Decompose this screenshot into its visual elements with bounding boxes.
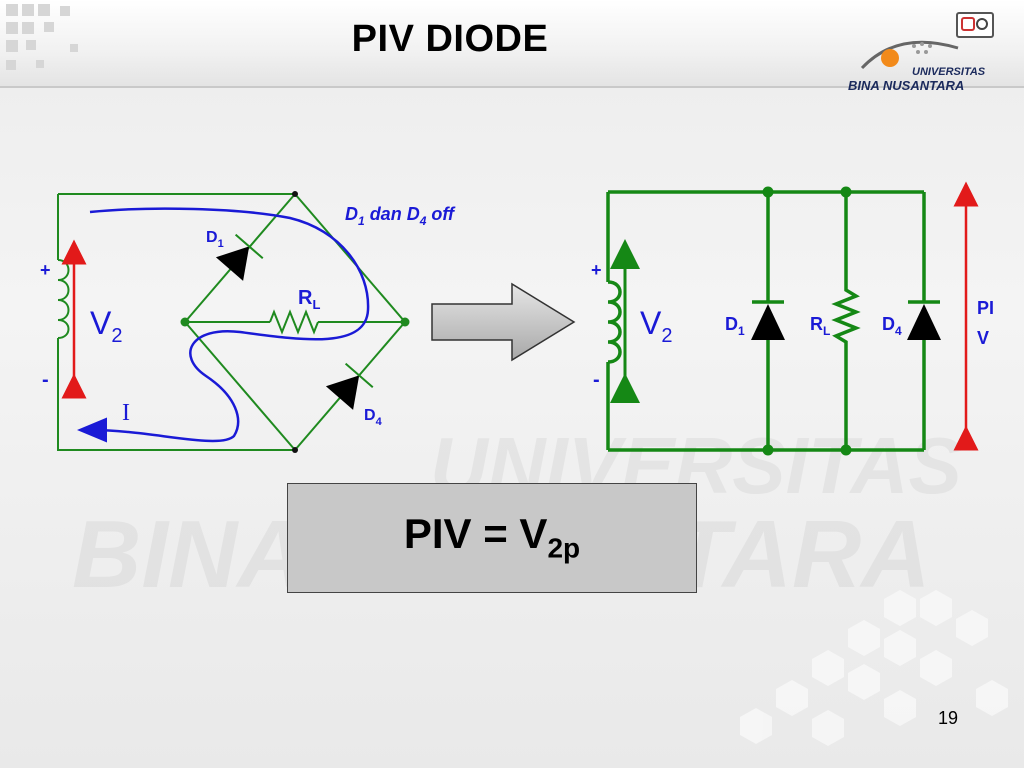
camera-icon <box>956 12 994 38</box>
left-minus-label: - <box>42 369 49 391</box>
right-plus-label: + <box>591 260 602 280</box>
diode-d1-right <box>751 300 785 340</box>
wire-diamond-tr <box>294 193 406 323</box>
header-divider <box>0 86 1024 88</box>
right-rl-label: RL <box>810 314 830 338</box>
university-logo: UNIVERSITAS BINA NUSANTARA <box>848 10 998 93</box>
left-d1-label: D1 <box>206 229 224 250</box>
right-d4-label: D4 <box>882 314 902 338</box>
right-minus-label: - <box>593 369 600 391</box>
header-band <box>0 0 1024 86</box>
formula-box: PIV = V2p <box>287 483 697 593</box>
transformer-coil-left <box>57 259 70 339</box>
left-annotation: D1 dan D4 off <box>345 204 456 228</box>
bridge-circuit-diagram: D1 dan D4 off + - V2 D1 RL D4 I <box>40 191 456 453</box>
logo-text-bina-nusantara: BINA NUSANTARA <box>848 78 965 93</box>
piv-formula: PIV = V2p <box>288 510 696 564</box>
equivalent-circuit-diagram: + - V2 D1 RL D4 PI V <box>591 181 994 456</box>
right-d1-label: D1 <box>725 314 745 338</box>
right-source-label: V2 <box>640 305 672 347</box>
slide-title: PIV DIODE <box>351 18 549 60</box>
left-plus-label: + <box>40 260 51 280</box>
page-number: 19 <box>938 708 959 728</box>
logo-text-universitas: UNIVERSITAS <box>912 66 986 78</box>
corner-pattern <box>6 4 78 70</box>
diode-d1-left <box>215 233 264 281</box>
transformer-coil-right <box>607 280 622 364</box>
formula-subscript: 2p <box>547 532 581 564</box>
diode-d4-left <box>325 362 374 410</box>
current-label: I <box>122 400 130 426</box>
left-rl-label: RL <box>298 287 320 312</box>
logo-swoosh-icon <box>860 40 959 70</box>
right-branch-rl <box>831 192 861 450</box>
formula-lhs: PIV = V <box>403 510 548 557</box>
wire-left-bottom <box>57 338 295 451</box>
hexagon-decoration <box>740 590 1008 746</box>
current-path <box>77 207 370 443</box>
diode-d4-right <box>907 300 941 340</box>
wire-diamond-bl <box>184 321 296 451</box>
left-d4-label: D4 <box>364 407 383 428</box>
resistor-rl-left <box>269 309 319 335</box>
transition-arrow <box>431 282 576 362</box>
left-source-label: V2 <box>90 305 122 347</box>
piv-label-line2: V <box>977 328 989 348</box>
piv-label-line1: PI <box>977 298 994 318</box>
